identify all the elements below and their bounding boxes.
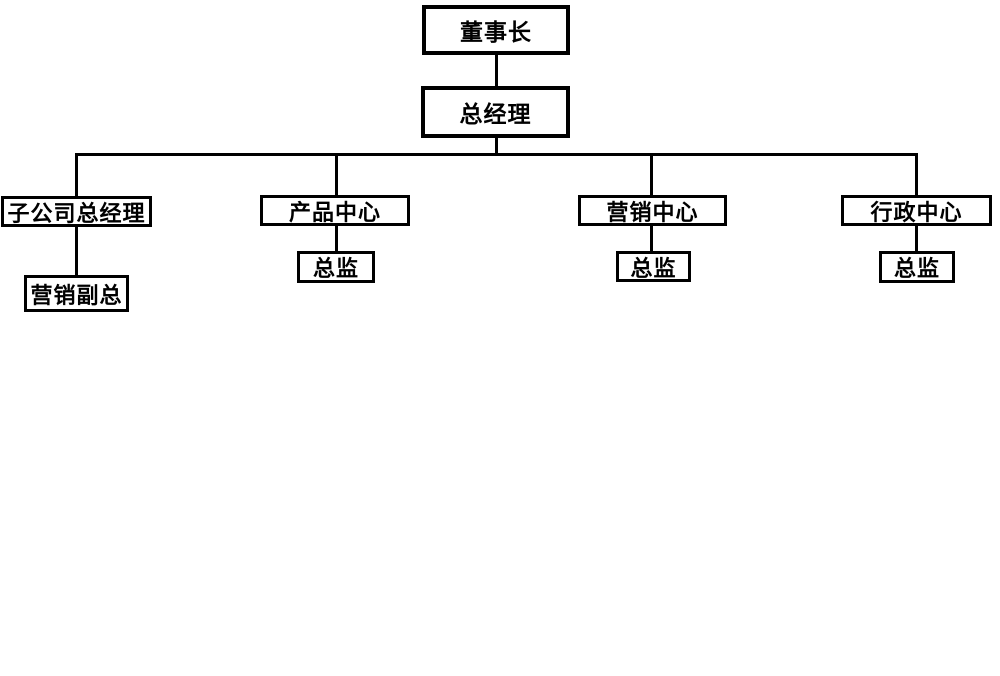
- connector-product-center-director: [335, 226, 338, 251]
- connector-chairman-gm: [495, 55, 498, 86]
- org-node-product-center: 产品中心: [260, 195, 410, 226]
- org-node-subsidiary-gm-label: 子公司总经理: [7, 200, 146, 226]
- org-node-marketing-center: 营销中心: [578, 195, 727, 226]
- org-node-marketing-vp: 营销副总: [24, 275, 129, 312]
- org-node-marketing-director-label: 总监: [630, 255, 677, 281]
- connector-gm-trunk: [495, 138, 498, 156]
- org-node-marketing-director: 总监: [616, 251, 691, 282]
- org-node-product-director: 总监: [297, 251, 375, 283]
- connector-trunk-marketing-center: [650, 155, 653, 195]
- org-node-admin-director: 总监: [879, 251, 955, 283]
- connector-subsidiary-gm-marketing-vp: [75, 227, 78, 275]
- connector-trunk-subsidiary-gm: [75, 155, 78, 196]
- org-node-general-manager-label: 总经理: [459, 101, 532, 127]
- connector-horizontal-trunk: [75, 153, 918, 156]
- org-node-general-manager: 总经理: [421, 86, 570, 138]
- org-node-chairman-label: 董事长: [460, 19, 532, 45]
- connector-trunk-admin-center: [915, 155, 918, 195]
- org-node-subsidiary-gm: 子公司总经理: [1, 196, 152, 227]
- connector-admin-center-director: [915, 226, 918, 251]
- org-node-admin-center: 行政中心: [841, 195, 992, 226]
- org-node-product-director-label: 总监: [312, 256, 359, 281]
- org-node-chairman: 董事长: [422, 5, 570, 55]
- org-node-admin-center-label: 行政中心: [870, 199, 963, 225]
- connector-trunk-product-center: [335, 155, 338, 195]
- org-node-marketing-vp-label: 营销副总: [30, 282, 123, 308]
- org-node-product-center-label: 产品中心: [288, 199, 381, 225]
- org-node-admin-director-label: 总监: [893, 256, 940, 281]
- org-node-marketing-center-label: 营销中心: [606, 199, 699, 225]
- connector-marketing-center-director: [650, 226, 653, 251]
